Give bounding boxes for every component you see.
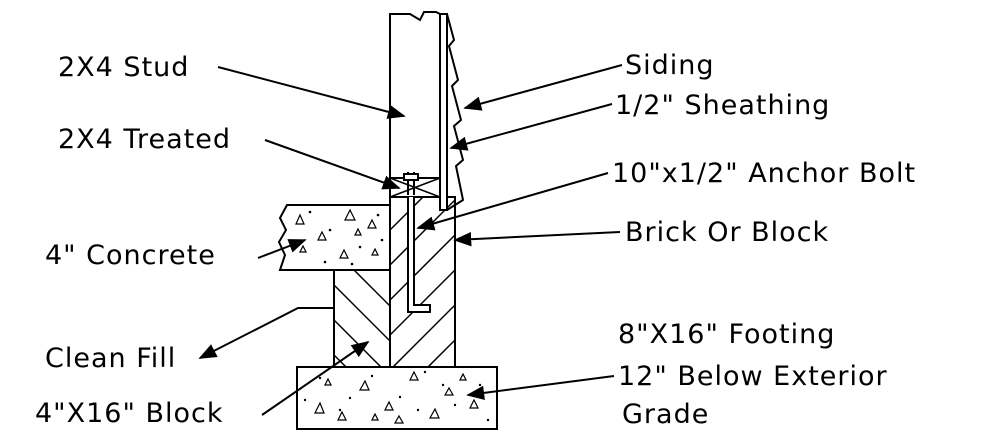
label-2x4-treated: 2X4 Treated — [58, 124, 231, 155]
label-clean-fill: Clean Fill — [45, 343, 177, 374]
footing — [296, 366, 498, 430]
concrete-slab — [277, 204, 391, 271]
label-footing-depth: 12" Below Exterior — [618, 361, 888, 392]
footing-dots — [303, 370, 490, 422]
stud-2x4 — [389, 11, 441, 179]
label-siding: Siding — [625, 50, 715, 81]
label-2x4-stud: 2X4 Stud — [58, 52, 190, 83]
label-4-inch-concrete: 4" Concrete — [45, 240, 216, 271]
sheathing — [439, 13, 448, 211]
siding — [446, 13, 464, 211]
label-4x16-block: 4"X16" Block — [35, 398, 224, 429]
label-anchor-bolt: 10"x1/2" Anchor Bolt — [612, 158, 917, 189]
footing-aggregate — [314, 370, 479, 424]
label-half-inch-sheathing: 1/2" Sheathing — [615, 90, 831, 121]
leader-lines — [198, 64, 623, 416]
anchor-bolt — [403, 172, 431, 313]
label-footing-grade: Grade — [622, 399, 710, 430]
label-brick-or-block: Brick Or Block — [625, 217, 830, 248]
label-footing-size: 8"X16" Footing — [618, 319, 836, 350]
